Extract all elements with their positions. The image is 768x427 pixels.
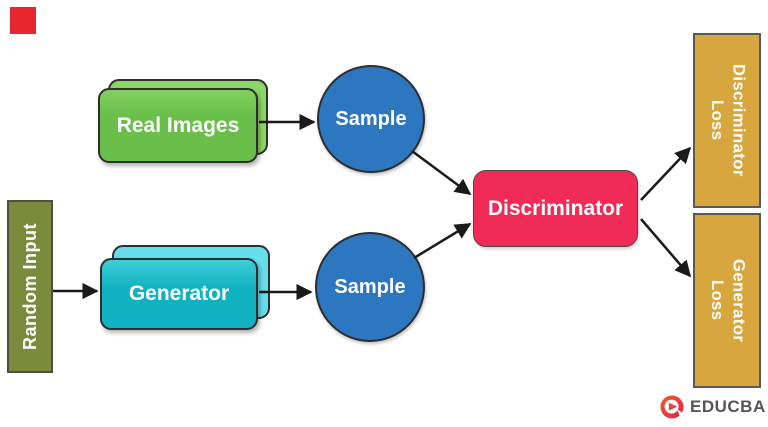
generator-loss-label: Generator Loss [708, 258, 748, 343]
discriminator-loss-label: Discriminator Loss [708, 64, 748, 177]
generator-loss-node: Generator Loss [693, 213, 761, 388]
arrow-discriminator-to-generator-loss [640, 218, 692, 278]
educba-logo-text: EDUCBA [690, 397, 766, 416]
corner-marker [10, 7, 36, 34]
real-images-node: Real Images [98, 79, 270, 164]
discriminator-node: Discriminator [473, 170, 638, 247]
discriminator-loss-node: Discriminator Loss [693, 33, 761, 208]
educba-logo: EDUCBA [659, 394, 766, 420]
generator-box: Generator [100, 258, 258, 330]
arrow-sample-generated-to-discriminator [413, 222, 472, 260]
sample-generated-node: Sample [315, 232, 425, 342]
educba-e-icon [660, 395, 685, 419]
arrow-discriminator-to-discriminator-loss [640, 146, 692, 201]
real-images-box: Real Images [98, 88, 258, 163]
random-input-node: Random Input [7, 200, 53, 373]
sample-real-label: Sample [335, 107, 407, 130]
generator-label: Generator [128, 282, 230, 305]
sample-generated-label: Sample [334, 275, 406, 298]
arrow-sample-real-to-discriminator [411, 149, 472, 196]
generator-node: Generator [100, 245, 270, 331]
sample-real-node: Sample [317, 65, 425, 173]
real-images-label: Real Images [116, 113, 240, 137]
discriminator-label: Discriminator [487, 196, 624, 220]
random-input-label: Random Input [19, 223, 40, 350]
